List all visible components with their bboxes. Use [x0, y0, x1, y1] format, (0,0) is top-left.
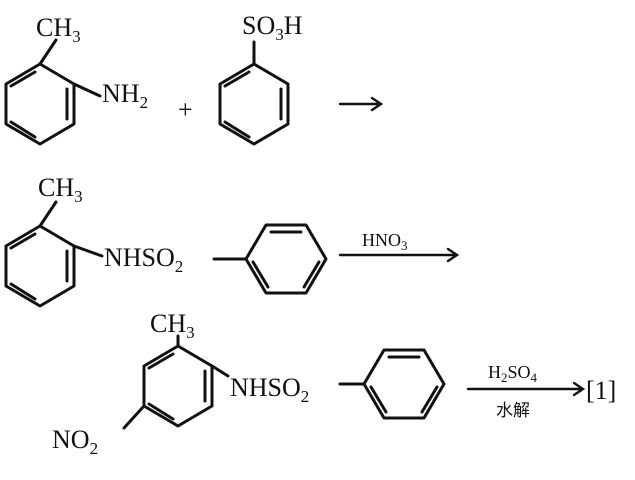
- nitration-reagent-sub: 3: [401, 238, 408, 253]
- sulfonic-double-bond-2: [223, 120, 251, 139]
- nitro-group-bond: [122, 404, 146, 430]
- hydrolysis-condition: 水解: [496, 401, 530, 421]
- toluidine-amine-text: NH: [102, 79, 140, 108]
- toluidine-amine-sub: 2: [140, 93, 149, 112]
- toluidine-methyl-label: CH3: [36, 13, 81, 46]
- toluidine-methyl-bond: [38, 38, 58, 66]
- intermediate-methyl-text: CH: [38, 173, 74, 202]
- nitro-left-ring: [142, 344, 214, 428]
- toluidine-amine-bond: [72, 82, 102, 98]
- intermediate-methyl-sub: 3: [74, 187, 83, 206]
- nitro-left-double-3: [147, 352, 175, 370]
- sulfonic-ring: [218, 62, 290, 146]
- nitro-group-sub: 2: [90, 439, 99, 458]
- nitro-methyl-sub: 3: [186, 323, 195, 342]
- arrow-3-head: [572, 381, 586, 397]
- toluidine-molecule: CH3 NH2: [4, 13, 148, 146]
- intermediate-methyl-bond: [38, 200, 58, 228]
- nitro-right-double-3: [369, 385, 388, 414]
- intermediate-sulfonamide-sub: 2: [175, 257, 184, 276]
- nitro-intermediate: CH3 NHSO2 NO2: [52, 309, 446, 458]
- hydrolysis-reagent: H2SO4: [488, 362, 538, 385]
- nitration-reagent: HNO3: [362, 230, 408, 253]
- intermediate-right-ring: [244, 223, 328, 295]
- intermediate-methyl-label: CH3: [38, 173, 83, 206]
- intermediate-right-double-2: [302, 260, 321, 289]
- toluidine-methyl-sub: 3: [72, 27, 81, 46]
- hydrolysis-reagent-text-a: H: [488, 362, 501, 382]
- toluidine-amine-label: NH2: [102, 79, 148, 112]
- intermediate-left-ring: [4, 224, 76, 308]
- intermediate-sulfonamide-text: NHSO: [104, 243, 175, 272]
- hydrolysis-reagent-text-b: SO: [508, 362, 531, 382]
- sulfonamide-intermediate: CH3 NHSO2: [4, 173, 328, 308]
- toluidine-double-bond-2: [9, 120, 37, 139]
- product-placeholder: [1]: [586, 376, 616, 405]
- nitro-left-double-2: [147, 402, 175, 421]
- hydrolysis-reagent-sub-a: 2: [501, 370, 508, 385]
- sulfonic-text-a: SO: [242, 11, 275, 40]
- intermediate-sulfonamide-label: NHSO2: [104, 243, 183, 276]
- nitro-group-label: NO2: [52, 425, 98, 458]
- arrow-1-head: [370, 96, 384, 112]
- intermediate-left-double-3: [9, 232, 37, 250]
- nitro-nitrogen-bond: [210, 364, 230, 378]
- benzenesulfonic-acid-molecule: SO3H: [218, 11, 303, 146]
- toluidine-methyl-text: CH: [36, 13, 72, 42]
- plus-sign: +: [178, 95, 193, 124]
- intermediate-right-double-3: [251, 260, 270, 289]
- sulfonic-double-bond-3: [223, 70, 251, 88]
- sulfonic-label: SO3H: [242, 11, 303, 44]
- intermediate-nitrogen-bond: [72, 244, 104, 258]
- nitro-right-double-2: [420, 385, 439, 414]
- nitro-methyl-text: CH: [150, 309, 186, 338]
- nitro-sulfonamide-sub: 2: [301, 387, 310, 406]
- nitro-group-text: NO: [52, 425, 90, 454]
- nitro-methyl-label: CH3: [150, 309, 195, 342]
- nitro-sulfonamide-label: NHSO2: [230, 373, 309, 406]
- toluidine-ring: [4, 62, 76, 146]
- nitro-right-ring: [362, 348, 446, 420]
- toluidine-double-bond-3: [9, 70, 37, 88]
- sulfonic-sub: 3: [275, 25, 284, 44]
- sulfonic-text-b: H: [284, 11, 303, 40]
- arrow-2-head: [446, 247, 460, 263]
- nitration-reagent-text: HNO: [362, 230, 401, 250]
- intermediate-left-double-2: [9, 282, 37, 301]
- nitro-sulfonamide-text: NHSO: [230, 373, 301, 402]
- hydrolysis-reagent-sub-b: 4: [531, 370, 538, 385]
